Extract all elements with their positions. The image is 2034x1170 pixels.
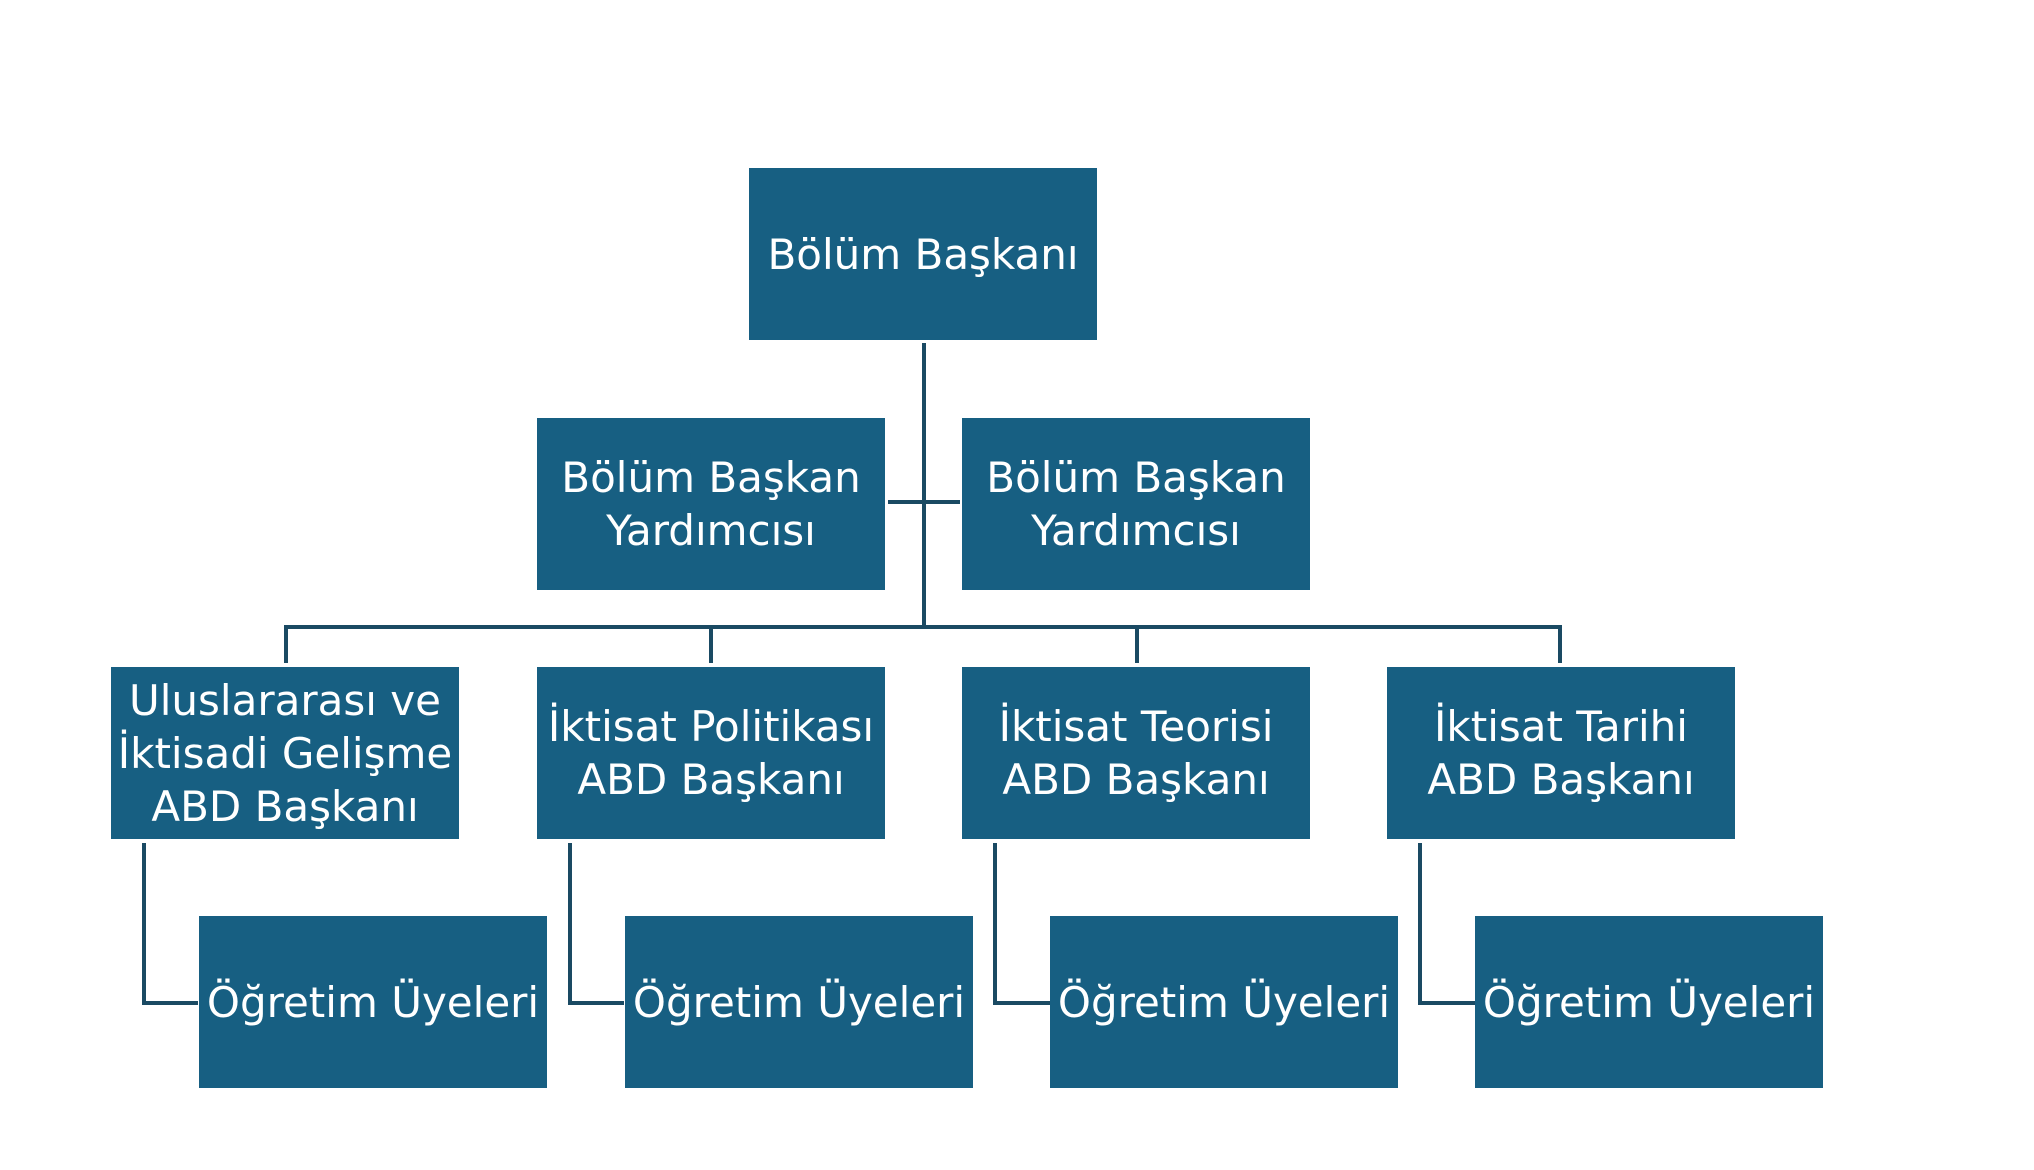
members-connector-2 <box>568 843 624 1005</box>
members-label: Öğretim Üyeleri <box>632 977 966 1027</box>
members-label: Öğretim Üyeleri <box>1482 977 1816 1027</box>
department-label: İktisat Politikası ABD Başkanı <box>547 702 875 804</box>
members-label: Öğretim Üyeleri <box>1057 977 1391 1027</box>
members-node-4: Öğretim Üyeleri <box>1475 916 1823 1088</box>
members-connector-3 <box>993 843 1050 1005</box>
members-label: Öğretim Üyeleri <box>206 977 540 1027</box>
department-node-4: İktisat Tarihi ABD Başkanı <box>1387 667 1735 839</box>
head-label: Bölüm Başkanı <box>767 229 1079 279</box>
assistant-node-2: Bölüm Başkan Yardımcısı <box>962 418 1310 590</box>
members-node-2: Öğretim Üyeleri <box>625 916 973 1088</box>
department-label: İktisat Teorisi ABD Başkanı <box>998 702 1274 804</box>
members-node-3: Öğretim Üyeleri <box>1050 916 1398 1088</box>
members-connector-1 <box>142 843 198 1005</box>
department-node-1: Uluslararası ve İktisadi Gelişme ABD Baş… <box>111 667 459 839</box>
department-label: İktisat Tarihi ABD Başkanı <box>1427 702 1695 804</box>
assistant-node-1: Bölüm Başkan Yardımcısı <box>537 418 885 590</box>
department-node-3: İktisat Teorisi ABD Başkanı <box>962 667 1310 839</box>
department-label: Uluslararası ve İktisadi Gelişme ABD Baş… <box>117 675 453 831</box>
members-node-1: Öğretim Üyeleri <box>199 916 547 1088</box>
assistant-label: Bölüm Başkan Yardımcısı <box>561 453 861 555</box>
assistant-label: Bölüm Başkan Yardımcısı <box>986 453 1286 555</box>
members-connector-4 <box>1418 843 1475 1005</box>
head-node: Bölüm Başkanı <box>749 168 1097 340</box>
department-node-2: İktisat Politikası ABD Başkanı <box>537 667 885 839</box>
